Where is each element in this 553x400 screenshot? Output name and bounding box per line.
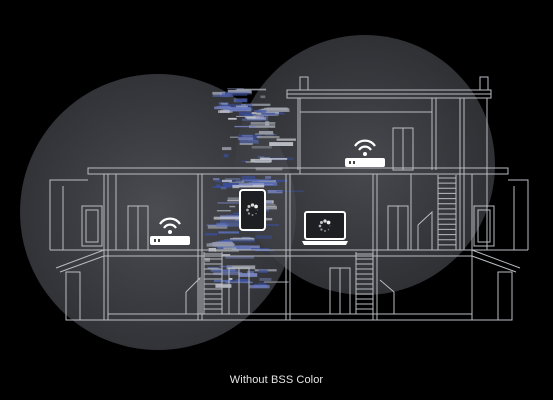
- interference-noise: [204, 88, 304, 289]
- laptop-loading-icon: [302, 211, 348, 245]
- tablet-loading-icon: [239, 189, 266, 231]
- house-outline: [49, 76, 529, 321]
- wifi-router-icon: [150, 217, 190, 245]
- staircase-upper: [437, 175, 457, 250]
- diagram-caption: Without BSS Color: [229, 374, 324, 386]
- wifi-router-icon: [345, 139, 385, 167]
